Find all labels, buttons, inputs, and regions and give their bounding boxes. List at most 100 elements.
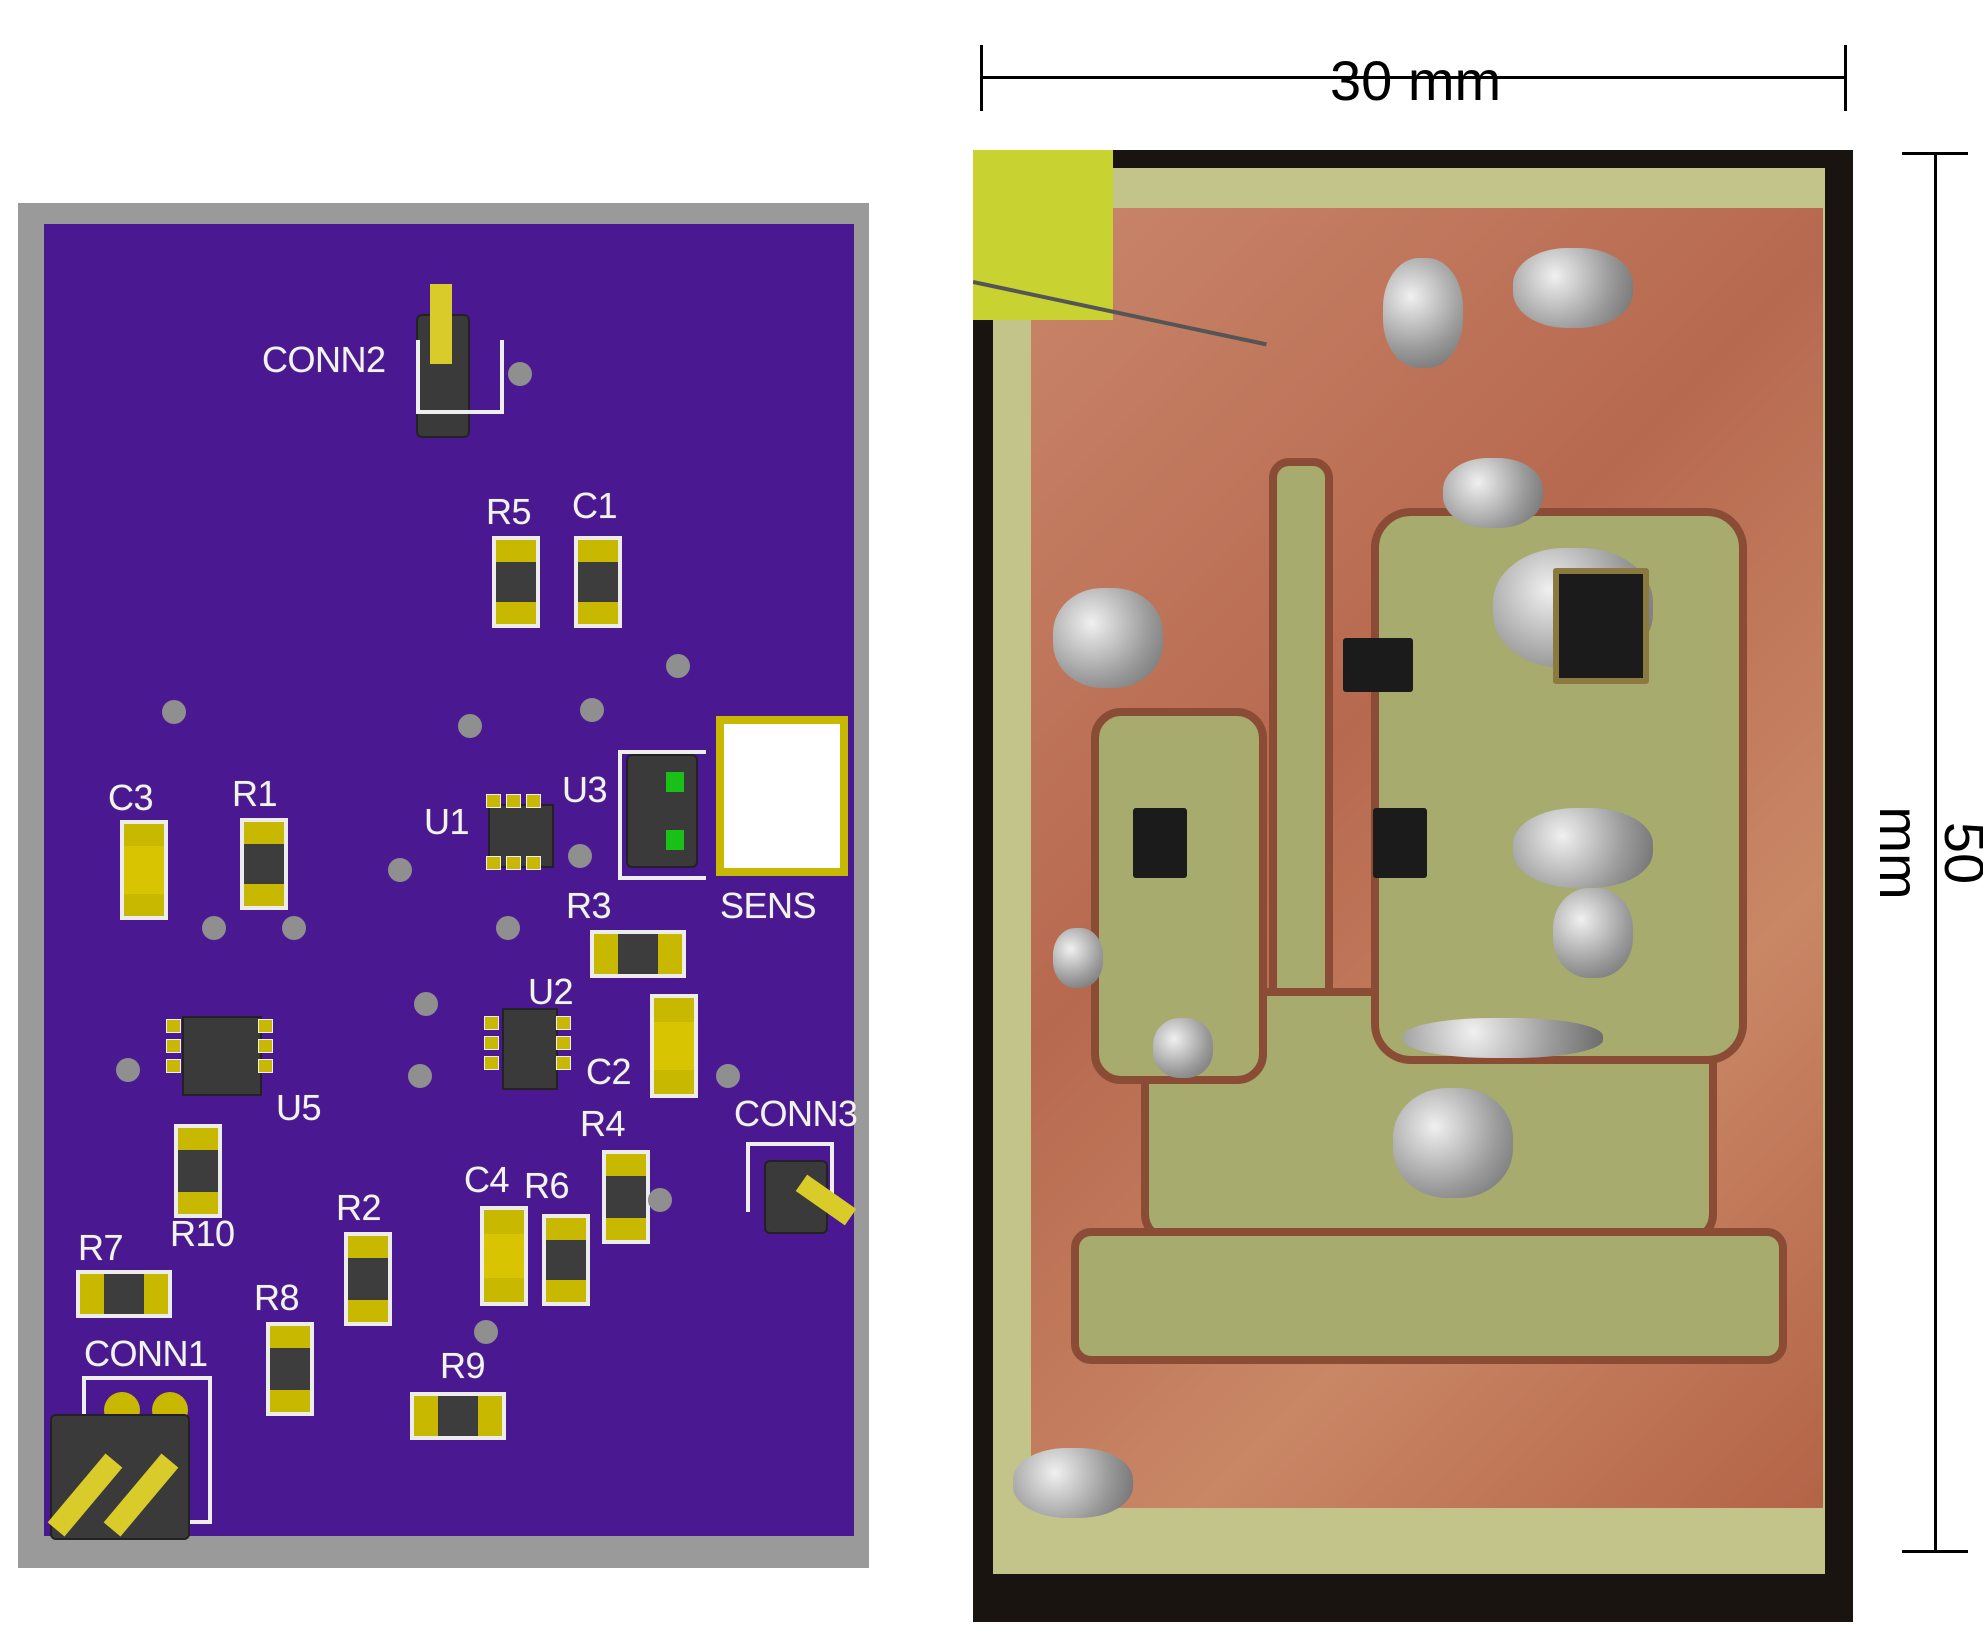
label-r9: R9: [440, 1345, 486, 1386]
label-r3: R3: [566, 885, 612, 926]
solder-joint: [1393, 1088, 1513, 1198]
via: [648, 1188, 672, 1212]
u5-pin: [258, 1019, 273, 1033]
label-conn1: CONN1: [84, 1333, 208, 1374]
u5-pin: [258, 1039, 273, 1053]
photo-ic: [1133, 808, 1187, 878]
height-dimension-label: 50 mm: [1868, 806, 1983, 900]
ic-u2: [502, 1008, 558, 1090]
solder-joint: [1013, 1448, 1133, 1518]
label-r5: R5: [486, 491, 532, 532]
solder-joint: [1403, 1018, 1603, 1058]
pcb-board: CONN2 R5 C1 C3 R1 U1 U3 SENS R3: [44, 224, 858, 1540]
solder-joint: [1513, 248, 1633, 328]
resistor-r2: [344, 1232, 392, 1326]
solder-joint: [1553, 888, 1633, 978]
label-c2: C2: [586, 1051, 632, 1092]
conn2-pin: [430, 284, 452, 364]
u5-pin: [258, 1059, 273, 1073]
label-sens: SENS: [720, 885, 817, 926]
label-conn3: CONN3: [734, 1093, 858, 1134]
u1-pin: [506, 856, 521, 870]
label-r6: R6: [524, 1165, 570, 1206]
label-u2: U2: [528, 971, 574, 1012]
resistor-r1: [240, 818, 288, 910]
via: [474, 1320, 498, 1344]
via: [580, 698, 604, 722]
via: [496, 916, 520, 940]
photo-sensor: [1553, 568, 1649, 684]
width-scale-tick-left: [980, 45, 983, 111]
u1-pin: [526, 794, 541, 808]
sensor-sens: [716, 716, 848, 876]
solder-joint: [1153, 1018, 1213, 1078]
via: [508, 362, 532, 386]
fr4-substrate: [993, 168, 1825, 1574]
via: [408, 1064, 432, 1088]
label-c3: C3: [108, 777, 154, 818]
u5-pin: [166, 1039, 181, 1053]
label-r4: R4: [580, 1103, 626, 1144]
label-c4: C4: [464, 1159, 510, 1200]
resistor-r9: [410, 1392, 506, 1440]
u2-pin: [484, 1036, 499, 1050]
u2-pin: [556, 1056, 571, 1070]
photo-ic: [1343, 638, 1413, 692]
height-scale-tick-top: [1902, 152, 1968, 155]
solder-joint: [1053, 928, 1103, 988]
via: [116, 1058, 140, 1082]
width-scale-bar: 30 mm: [980, 40, 1850, 120]
label-u1: U1: [424, 801, 470, 842]
resistor-r10: [174, 1124, 222, 1218]
capacitor-c4: [480, 1206, 528, 1306]
label-u3: U3: [562, 769, 608, 810]
label-r7: R7: [78, 1227, 124, 1268]
resistor-r7: [76, 1270, 172, 1318]
u2-pin: [484, 1016, 499, 1030]
label-r2: R2: [336, 1187, 382, 1228]
solder-joint: [1513, 808, 1653, 888]
label-r8: R8: [254, 1277, 300, 1318]
ic-u5: [182, 1016, 262, 1096]
u2-pin: [556, 1016, 571, 1030]
resistor-r3: [590, 930, 686, 978]
label-r10: R10: [170, 1213, 235, 1254]
height-scale-bar: 50 mm: [1868, 148, 1983, 1558]
u5-pin: [166, 1059, 181, 1073]
width-scale-tick-right: [1844, 45, 1847, 111]
via: [202, 916, 226, 940]
via: [666, 654, 690, 678]
u5-pin: [166, 1019, 181, 1033]
resistor-r5: [492, 536, 540, 628]
height-scale-line: [1934, 152, 1937, 1552]
resistor-r4: [602, 1150, 650, 1244]
u1-pin: [506, 794, 521, 808]
test-clip: [973, 150, 1113, 320]
pcb-layout-render: CONN2 R5 C1 C3 R1 U1 U3 SENS R3: [18, 203, 869, 1568]
ic-u3: [626, 754, 698, 868]
width-scale-line: [980, 76, 1846, 79]
capacitor-c3: [120, 820, 168, 920]
u3-outline: [618, 750, 706, 880]
u2-pin: [556, 1036, 571, 1050]
conn2-outline: [416, 340, 504, 414]
resistor-r8: [266, 1322, 314, 1416]
via: [388, 858, 412, 882]
solder-joint: [1053, 588, 1163, 688]
capacitor-c1: [574, 536, 622, 628]
u1-pin: [486, 794, 501, 808]
label-u5: U5: [276, 1087, 322, 1128]
via: [458, 714, 482, 738]
photo-ic: [1373, 808, 1427, 878]
via: [162, 700, 186, 724]
width-dimension-label: 30 mm: [1330, 49, 1502, 112]
via: [716, 1064, 740, 1088]
via: [414, 992, 438, 1016]
u1-pin: [486, 856, 501, 870]
solder-joint: [1443, 458, 1543, 528]
via: [568, 844, 592, 868]
via: [282, 916, 306, 940]
trace: [1071, 1228, 1787, 1364]
label-c1: C1: [572, 485, 618, 526]
u3-pad: [666, 830, 684, 850]
